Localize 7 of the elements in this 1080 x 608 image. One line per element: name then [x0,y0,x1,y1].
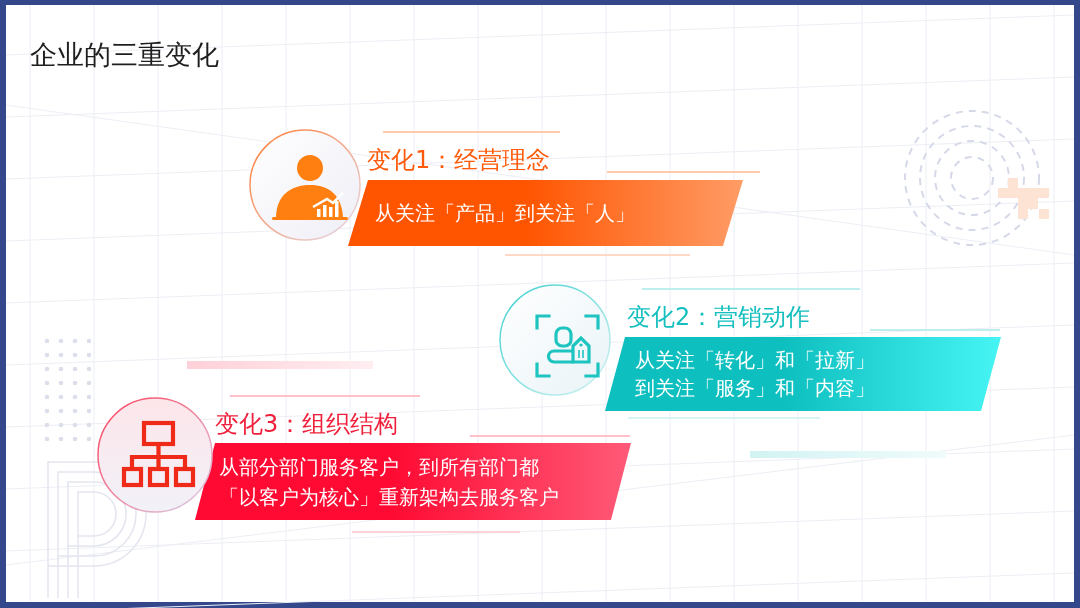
description-text: 从部分部门服务客户，到所有部门都「以客户为核心」重新架构去服务客户 [219,453,560,511]
heading-text: 变化3：组织结构 [215,409,399,440]
heading-text: 变化1：经营理念 [367,145,551,176]
slide-title: 企业的三重变化 [30,38,219,72]
heading-text: 变化2：营销动作 [627,302,811,333]
description-text: 从关注「转化」和「拉新」到关注「服务」和「内容」 [635,347,876,402]
description-text: 从关注「产品」到关注「人」 [375,200,636,227]
